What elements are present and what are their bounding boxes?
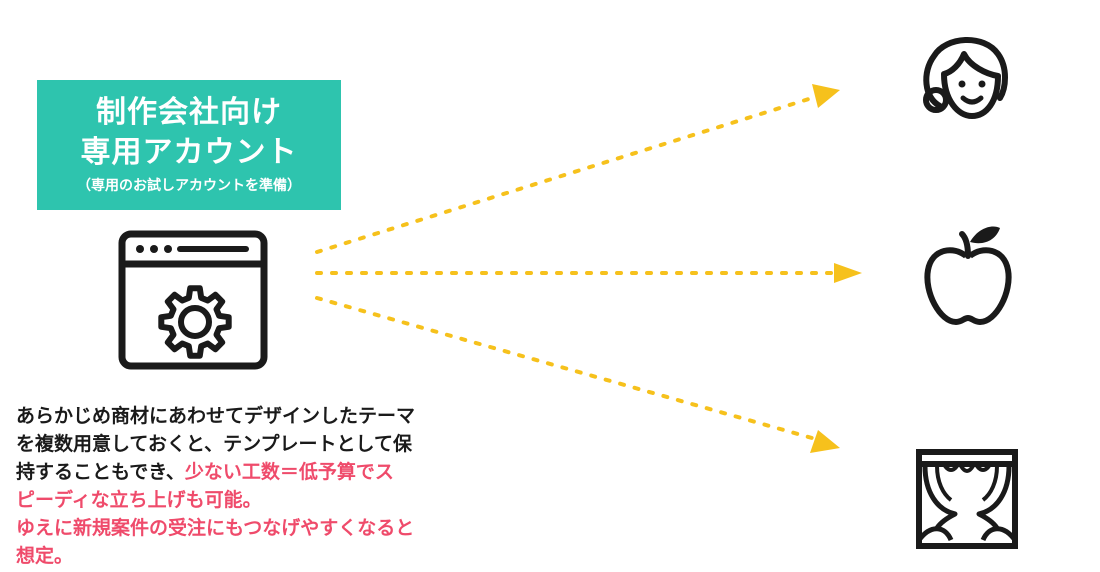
arrow-to-stage bbox=[315, 296, 814, 440]
arrow-to-woman bbox=[315, 96, 814, 254]
description-highlight-line: ゆえに新規案件の受注にもつなげやすくなると bbox=[16, 517, 415, 539]
stage-curtain-icon bbox=[916, 449, 1018, 549]
description-line: を複数用意しておくと、テンプレートとして保 bbox=[16, 433, 412, 455]
badge-subtitle: （専用のお試しアカウントを準備） bbox=[77, 178, 301, 194]
badge-title-line1: 制作会社向け bbox=[96, 95, 282, 130]
description-highlight: 少ない工数＝低予算でス bbox=[184, 461, 394, 483]
apple-icon bbox=[924, 226, 1012, 325]
app-settings-icon bbox=[118, 230, 268, 370]
description-text: あらかじめ商材にあわせてデザインしたテーマ を複数用意しておくと、テンプレートと… bbox=[16, 402, 536, 570]
description-text-segment: 持することもでき、 bbox=[16, 461, 185, 483]
arrow-head-apple bbox=[834, 263, 862, 283]
description-highlight-line: ピーディな立ち上げも可能。 bbox=[16, 489, 262, 511]
description-highlight-line: 想定。 bbox=[16, 545, 74, 567]
description-line: あらかじめ商材にあわせてデザインしたテーマ bbox=[16, 405, 416, 427]
description-line: 持することもでき、少ない工数＝低予算でス bbox=[16, 458, 536, 486]
arrow-head-stage bbox=[810, 430, 840, 453]
woman-icon bbox=[923, 37, 1008, 119]
arrow-head-woman bbox=[812, 84, 840, 108]
badge-title-line2: 専用アカウント bbox=[80, 135, 298, 170]
account-badge: 制作会社向け 専用アカウント （専用のお試しアカウントを準備） bbox=[37, 80, 341, 210]
